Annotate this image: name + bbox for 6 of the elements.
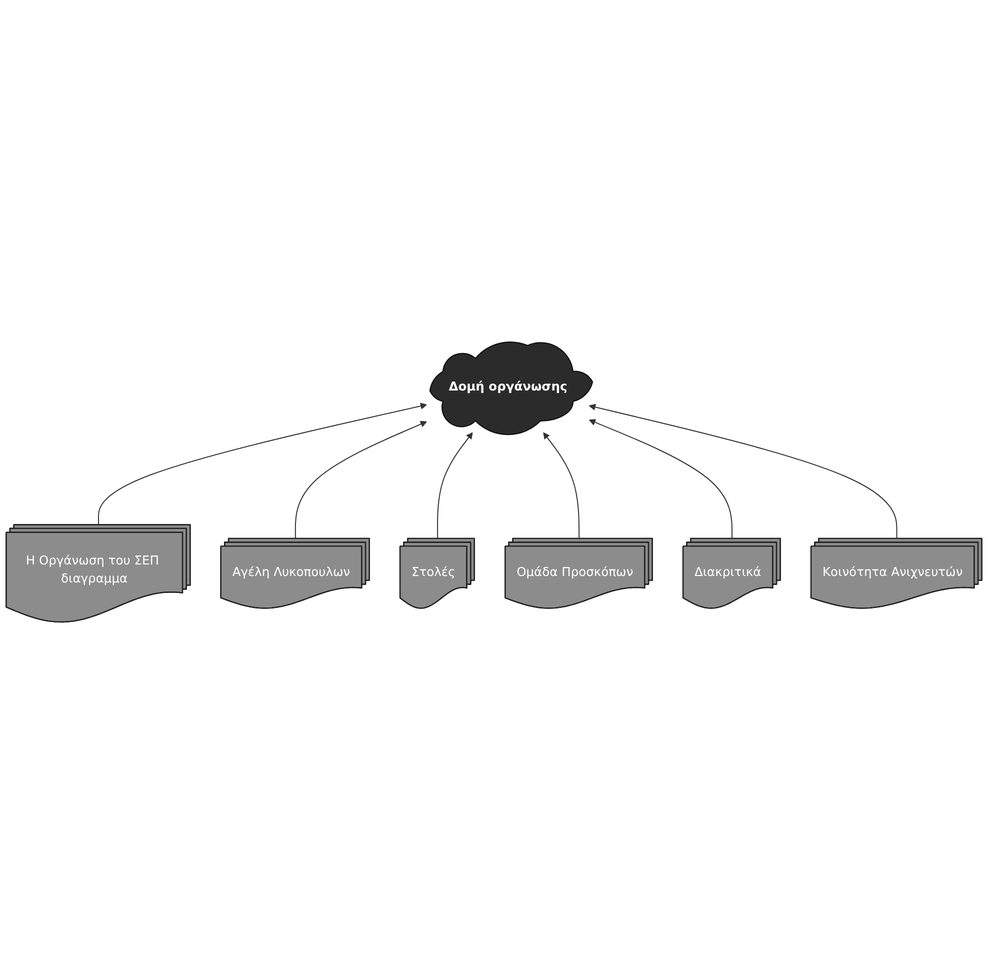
arrow bbox=[437, 432, 473, 540]
arrow bbox=[294, 421, 427, 540]
arrow bbox=[543, 432, 580, 540]
arrow bbox=[588, 420, 733, 540]
arrow bbox=[588, 404, 898, 540]
arrow bbox=[98, 403, 427, 526]
